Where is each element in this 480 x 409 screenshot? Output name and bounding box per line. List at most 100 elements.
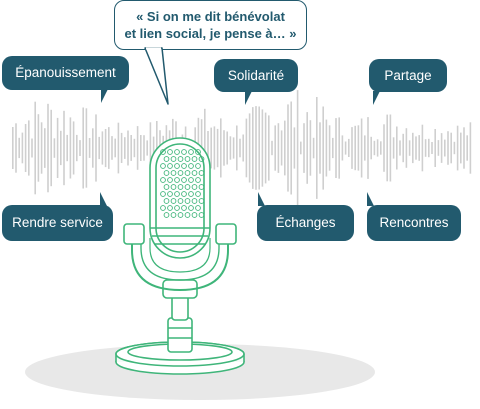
waveform-bar (421, 124, 424, 172)
bubble-epanouissement: Épanouissement (2, 56, 129, 90)
waveform-bar (18, 137, 20, 159)
waveform-bar (258, 106, 260, 190)
waveform-bar (143, 135, 145, 161)
waveform-bar (287, 104, 289, 192)
waveform-bar (47, 103, 49, 193)
grille-dot (170, 156, 177, 162)
waveform-bar (44, 128, 46, 168)
grille-dot (188, 149, 194, 155)
waveform-bar (204, 108, 206, 188)
bubble-partage-label: Partage (384, 67, 432, 83)
waveform-bar (37, 114, 40, 182)
grille-dot (191, 212, 198, 218)
waveform-bar (95, 114, 97, 182)
waveform-bar (274, 125, 276, 171)
grille-dot (174, 149, 180, 155)
waveform-bar (293, 127, 296, 169)
waveform-bar (15, 123, 17, 173)
waveform-bar (24, 124, 27, 172)
waveform-bar (386, 114, 388, 182)
waveform-bar (325, 119, 328, 177)
waveform-bar (117, 122, 120, 174)
waveform-bar (338, 117, 340, 179)
waveform-bar (111, 136, 113, 160)
waveform-bar (332, 137, 334, 159)
waveform-bar (357, 125, 360, 171)
waveform-bar (322, 106, 324, 190)
grille-dot (198, 198, 205, 204)
waveform-bar (40, 122, 43, 174)
grille-dot (191, 156, 198, 162)
bubble-echanges-tail (258, 192, 265, 206)
grille-dot (177, 156, 184, 162)
waveform-bar (72, 121, 75, 175)
waveform-bar (66, 134, 68, 162)
grille-dot (177, 212, 184, 218)
grille-dot (181, 177, 187, 183)
grille-dot (160, 205, 166, 211)
grille-dot (181, 191, 187, 197)
sound-waveform (12, 90, 472, 206)
bubble-echanges: Échanges (257, 205, 354, 241)
waveform-bar (367, 117, 369, 179)
waveform-bar (207, 131, 209, 165)
waveform-bar (21, 132, 24, 164)
waveform-bar (412, 132, 414, 164)
waveform-bar (402, 133, 404, 163)
waveform-bar (328, 125, 331, 171)
waveform-bar (226, 131, 228, 165)
waveform-bar (104, 129, 107, 168)
waveform-bar (76, 134, 78, 162)
grille-dot (167, 191, 173, 197)
waveform-bar (127, 130, 129, 166)
waveform-bar (341, 135, 344, 161)
waveform-bar (140, 135, 142, 161)
waveform-bar (53, 138, 56, 158)
grille-dot (181, 205, 187, 211)
waveform-bar (303, 123, 305, 173)
waveform-bar (354, 125, 356, 171)
grille-dot (198, 184, 205, 190)
waveform-bar (210, 127, 212, 169)
grille-dot (184, 198, 191, 204)
grille-dot (198, 170, 205, 176)
waveform-bar (424, 139, 427, 157)
grille-dot (184, 212, 191, 218)
waveform-bar (60, 130, 62, 166)
waveform-bar (290, 101, 292, 195)
waveform-bar (216, 128, 219, 168)
grille-dot (163, 212, 170, 218)
waveform-bar (79, 140, 81, 156)
waveform-bar (264, 112, 267, 184)
waveform-bar (399, 140, 401, 156)
bubble-rendre-service: Rendre service (2, 205, 113, 241)
grille-dot (170, 212, 177, 218)
grille-dot (163, 156, 170, 162)
waveform-bar (408, 140, 411, 156)
grille-dot (188, 205, 194, 211)
grille-dot (163, 170, 170, 176)
waveform-bar (34, 101, 36, 195)
grille-dot (191, 170, 198, 176)
waveform-bar (146, 140, 148, 156)
grille-dot (184, 156, 191, 162)
waveform-bar (136, 126, 139, 170)
grille-dot (188, 177, 194, 183)
grille-dot (167, 163, 173, 169)
waveform-bar (124, 137, 126, 159)
grille-dot (174, 191, 180, 197)
waveform-bar (28, 120, 30, 176)
waveform-bar (440, 133, 443, 163)
waveform-bar (239, 138, 241, 158)
waveform-bar (220, 118, 222, 178)
grille-dot (174, 205, 180, 211)
grille-dot (184, 184, 191, 190)
waveform-bar (312, 137, 315, 159)
waveform-bar (268, 115, 270, 181)
waveform-bar (456, 125, 459, 171)
waveform-bar (344, 141, 347, 155)
grille-dot (195, 177, 201, 183)
waveform-bar (383, 124, 385, 172)
waveform-bar (348, 138, 350, 157)
quote-line-2: et lien social, je pense à… » (124, 26, 297, 41)
